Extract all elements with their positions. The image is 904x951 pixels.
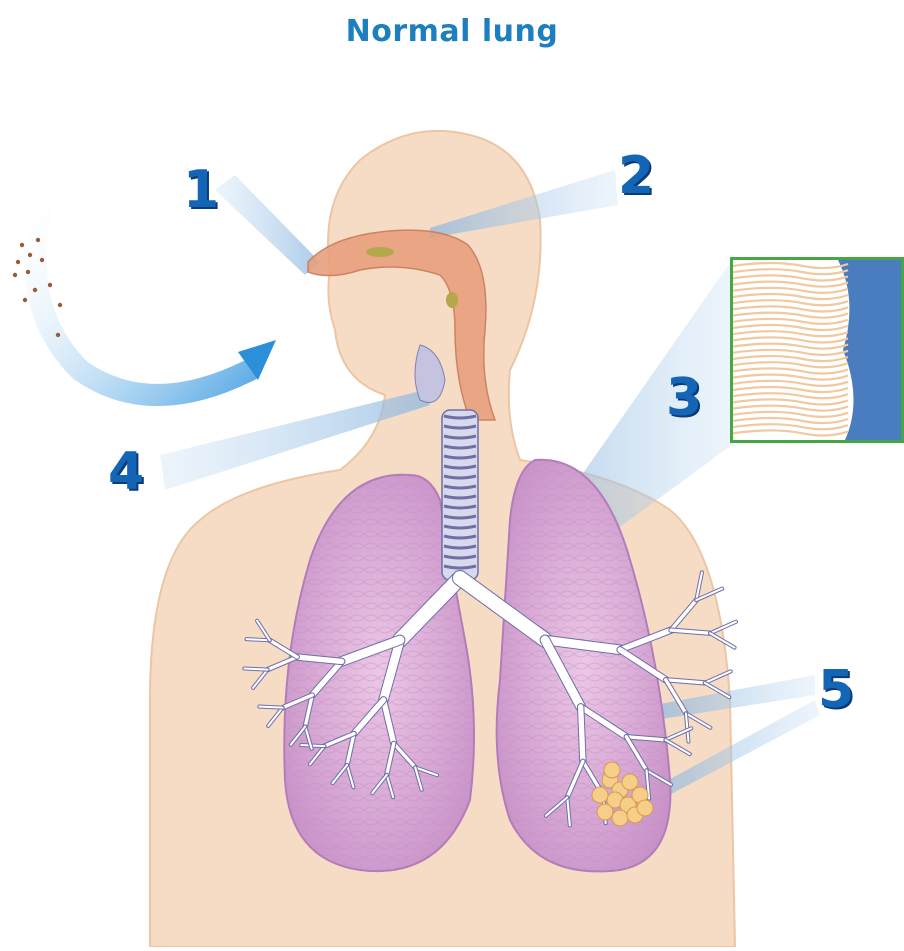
label-2: 2 <box>618 150 654 202</box>
particle <box>20 243 24 247</box>
alveolus <box>622 774 638 790</box>
adenoid <box>446 292 458 308</box>
alveolus <box>597 804 613 820</box>
particle <box>13 273 17 277</box>
particle <box>40 258 44 262</box>
particle <box>16 260 20 264</box>
bronchiole <box>247 639 270 640</box>
particle <box>23 298 27 302</box>
particle <box>58 303 62 307</box>
cilia-illustration <box>733 260 901 440</box>
bronchiole <box>244 668 267 669</box>
particle <box>48 283 52 287</box>
particle <box>28 253 32 257</box>
alveolus <box>592 787 608 803</box>
callout-beam-1 <box>215 175 320 275</box>
particle <box>26 270 30 274</box>
bronchiole <box>581 707 583 761</box>
particle <box>33 288 37 292</box>
alveolus <box>612 810 628 826</box>
alveolus <box>637 800 653 816</box>
trachea <box>442 410 478 580</box>
label-1: 1 <box>183 164 219 216</box>
cilia-inset <box>730 257 904 443</box>
label-5: 5 <box>818 664 854 716</box>
label-4: 4 <box>108 446 144 498</box>
particle <box>56 333 60 337</box>
turbinate <box>366 247 394 257</box>
alveolus <box>604 762 620 778</box>
inhaled-air-arrow <box>13 180 276 395</box>
diagram-title: Normal lung <box>0 14 904 49</box>
bronchiole <box>259 707 282 708</box>
particle <box>36 238 40 242</box>
label-3: 3 <box>666 372 702 424</box>
